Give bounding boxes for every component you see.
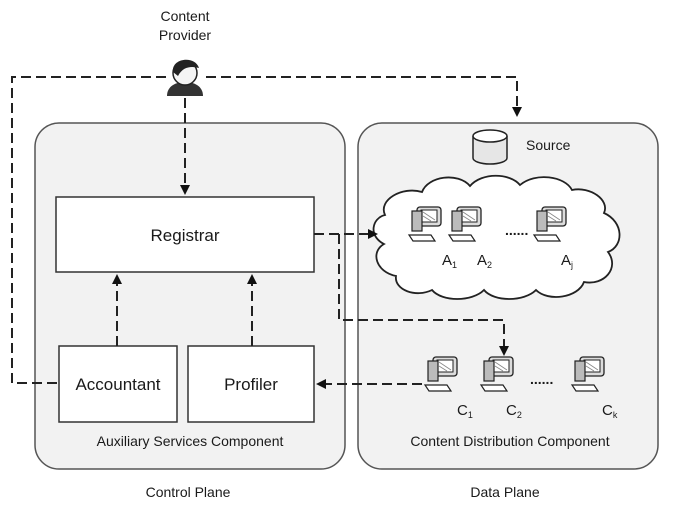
provider-to-source-arrow bbox=[206, 76, 522, 117]
ellipsis-distribution: ...... bbox=[530, 371, 553, 387]
node-ck-base: C bbox=[602, 402, 613, 419]
control-plane-label: Control Plane bbox=[146, 484, 231, 500]
content-provider-label-line2: Provider bbox=[159, 27, 211, 43]
source-label: Source bbox=[526, 137, 571, 153]
node-c1-base: C bbox=[457, 402, 468, 419]
content-provider-label-line1: Content bbox=[160, 8, 209, 24]
node-label-c2: C2 bbox=[506, 402, 522, 420]
registrar-to-distribution-arrow bbox=[338, 234, 509, 356]
node-label-aj: Aj bbox=[561, 252, 573, 270]
content-distribution-label: Content Distribution Component bbox=[410, 433, 609, 449]
accountant-box bbox=[58, 345, 178, 423]
database-icon bbox=[472, 129, 508, 165]
auxiliary-services-label: Auxiliary Services Component bbox=[97, 433, 284, 449]
node-aj-base: A bbox=[561, 252, 571, 269]
data-plane-label: Data Plane bbox=[470, 484, 539, 500]
node-aj-sub: j bbox=[570, 260, 573, 270]
registrar-label: Registrar bbox=[151, 226, 220, 245]
accountant-label: Accountant bbox=[75, 375, 160, 394]
node-label-a2: A2 bbox=[477, 252, 492, 270]
node-c1-sub: 1 bbox=[468, 410, 473, 420]
node-a1-base: A bbox=[442, 252, 452, 269]
node-c2-base: C bbox=[506, 402, 517, 419]
node-a1-sub: 1 bbox=[452, 260, 457, 270]
profiler-label: Profiler bbox=[224, 375, 278, 394]
profiler-box bbox=[187, 345, 315, 423]
node-a2-sub: 2 bbox=[487, 260, 492, 270]
node-label-c1: C1 bbox=[457, 402, 473, 420]
person-icon bbox=[167, 59, 203, 96]
node-ck-sub: k bbox=[613, 410, 618, 420]
registrar-box bbox=[55, 196, 315, 273]
node-label-ck: Ck bbox=[602, 402, 618, 420]
node-c2-sub: 2 bbox=[517, 410, 522, 420]
accountant-feedback-line bbox=[11, 76, 166, 384]
ellipsis-cloud: ...... bbox=[505, 222, 528, 238]
node-a2-base: A bbox=[477, 252, 487, 269]
node-label-a1: A1 bbox=[442, 252, 457, 270]
